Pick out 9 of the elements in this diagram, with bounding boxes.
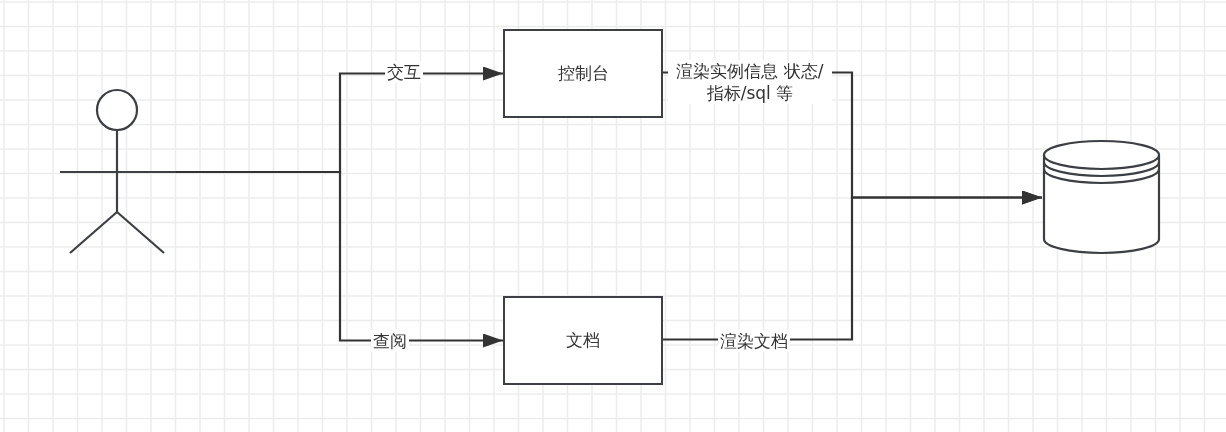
- process-box: 文档: [503, 296, 663, 385]
- edge-label: 渲染实例信息 状态/指标/sql 等: [668, 60, 832, 104]
- edge-label: 查阅: [371, 330, 409, 352]
- person-icon: [60, 88, 176, 256]
- process-box: 控制台: [503, 29, 663, 118]
- edge-label: 渲染文档: [718, 330, 790, 352]
- arrow: [176, 170, 503, 348]
- database-cylinder: [1042, 139, 1161, 256]
- edge-label: 交互: [385, 61, 423, 83]
